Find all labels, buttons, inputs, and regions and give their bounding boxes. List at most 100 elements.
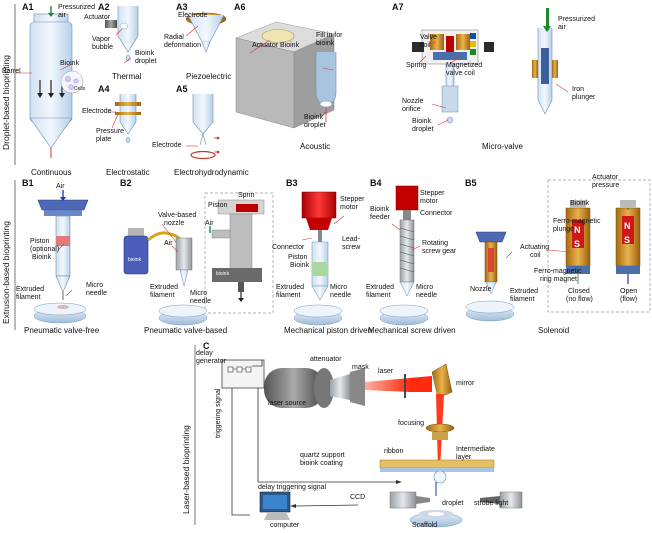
b1-extruded: Extruded (16, 286, 45, 293)
b3-extruded: Extruded (276, 284, 305, 291)
a1-barrel: Barrel (2, 68, 21, 75)
b5-no-flow: (no flow) (566, 296, 593, 303)
a7-nozzle: Nozzle (402, 98, 424, 105)
b5-open: Open (620, 288, 638, 295)
c-triggering-signal: triggering signal (215, 388, 222, 438)
b5-flow: (flow) (620, 296, 638, 303)
b3-connector: Connector (272, 244, 305, 251)
b1-optional: (optional) (30, 246, 60, 253)
c-layer: layer (456, 454, 472, 461)
panel-label-b1: B1 (22, 178, 34, 188)
a6-fill-bioink: bioink (316, 40, 335, 47)
c-focusing: focusing (398, 420, 425, 427)
b4-screw-gear: screw gear (422, 248, 457, 255)
b3-lead: Lead- (342, 236, 360, 243)
b3-screw: screw (342, 244, 361, 251)
caption-a2: Thermal (112, 72, 142, 81)
b2-nozzle: nozzle (164, 220, 185, 227)
b5-filament: filament (510, 296, 535, 303)
b4-mechanical-screw-illustration (379, 185, 429, 326)
a2-bubble: bubble (92, 44, 114, 51)
c-delay: delay (196, 350, 213, 357)
row-label-laser: Laser-based bioprinting (181, 425, 191, 514)
b5-actuator: Actuator (592, 174, 619, 181)
b5-pressure: pressure (592, 182, 620, 189)
b5-bioink: Bioink (570, 200, 590, 207)
c-mirror: mirror (456, 380, 475, 387)
panel-label-a5: A5 (176, 84, 188, 94)
a1-air: air (58, 12, 66, 19)
caption-b5: Solenoid (538, 326, 570, 335)
panel-label-a2: A2 (98, 2, 110, 12)
a6-fill-in-for: Fill in for (316, 32, 343, 39)
panel-label-a6: A6 (234, 2, 246, 12)
caption-b1: Pneumatic valve-free (24, 326, 100, 335)
c-intermediate: Intermediate (456, 446, 495, 453)
a2-droplet: droplet (135, 58, 157, 65)
b5-ferro-plunger: Ferro-magnetic (553, 218, 601, 225)
c-ribbon: ribbon (384, 448, 404, 455)
b2-bioink-box: bioink (216, 271, 230, 277)
a7-pressurized: Pressurized (558, 16, 595, 23)
a6-bioink: Bioink (280, 42, 300, 49)
b5-closed: Closed (568, 288, 590, 295)
c-laser-source: laser source (268, 400, 307, 407)
side-title-brackets (14, 4, 196, 525)
a7-spring: Spring (406, 62, 427, 69)
b1-micro: Micro (86, 282, 104, 289)
panel-label-a1: A1 (22, 2, 34, 12)
a3-deformation: deformation (164, 42, 201, 49)
panel-label-c: C (203, 341, 210, 351)
c-mask: mask (352, 364, 369, 371)
a3-radial: Radial (164, 34, 184, 41)
c-generator: generator (196, 358, 226, 365)
b2-sprin: Sprin (238, 192, 255, 199)
caption-a7: Micro-valve (482, 142, 523, 151)
a3-electrode: Electrode (178, 12, 208, 19)
b4-stepper: Stepper (420, 190, 445, 197)
c-laser: laser (378, 368, 394, 375)
b1-filament: filament (16, 294, 41, 301)
b2-filament: filament (150, 292, 175, 299)
b5-plunger: plunger (553, 226, 577, 233)
c-scaffold: Scaffold (412, 522, 438, 529)
b5-n-left: N (574, 225, 581, 235)
a7-droplet: droplet (412, 126, 434, 133)
b5-coil: coil (530, 252, 541, 259)
a7-air: air (558, 24, 566, 31)
c-quartz: quartz support (300, 452, 345, 459)
b1-pneumatic-valve-free-illustration (33, 190, 89, 324)
b3-filament: filament (276, 292, 301, 299)
b5-s-left: S (574, 239, 581, 249)
b3-piston: Piston (288, 254, 308, 261)
b3-stepper: Stepper (340, 196, 365, 203)
c-strobe: strobe light (474, 500, 509, 507)
a6-acoustic-illustration (235, 21, 337, 129)
caption-b2: Pneumatic valve-based (144, 326, 228, 335)
row-label-extrusion: Extrusion-based bioprinting (1, 220, 11, 324)
c-laser-illustration (221, 359, 523, 528)
a7-micro-valve-illustration (412, 8, 569, 126)
a3-piezoelectric-illustration (185, 12, 227, 53)
a7-magnetized: Magnetized (446, 62, 483, 69)
b2-air2: Air (205, 220, 214, 227)
b2-extruded: Extruded (150, 284, 179, 291)
caption-b3: Mechanical piston driven (284, 326, 373, 335)
a2-actuator: Actuator (84, 14, 111, 21)
b2-bioink-tank: bioink (128, 257, 142, 263)
b5-n-right: N (624, 221, 631, 231)
b5-ferro-ring: Ferro-magnetic (534, 268, 582, 275)
b4-feeder: feeder (370, 214, 390, 221)
a4-plate: plate (96, 136, 112, 143)
a7-valve-coil: valve coil (446, 70, 475, 77)
caption-a5: Electrohydrodynamic (174, 168, 249, 177)
panel-label-a7: A7 (392, 2, 404, 12)
a4-pressure: Pressure (96, 128, 125, 135)
b4-filament: filament (366, 292, 391, 299)
panel-label-b2: B2 (120, 178, 132, 188)
a7-coil: coil (420, 42, 431, 49)
b1-air: Air (56, 183, 65, 190)
b3-micro: Micro (330, 284, 348, 291)
a7-bioink: Bioink (412, 118, 432, 125)
